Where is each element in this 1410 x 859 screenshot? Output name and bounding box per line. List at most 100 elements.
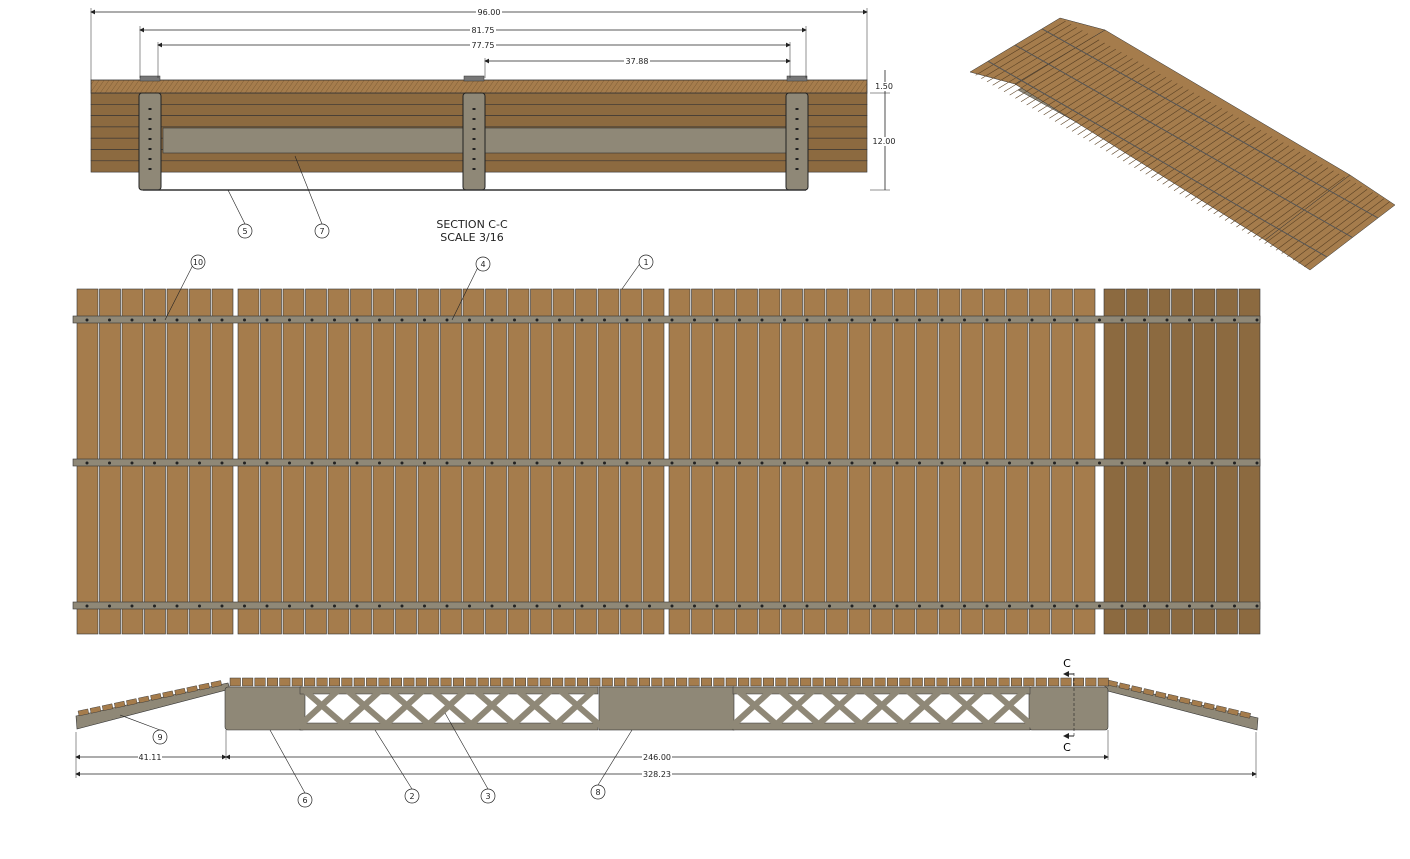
section-title: SECTION C-C xyxy=(436,218,508,231)
deck-board-end xyxy=(390,677,402,687)
diagonal-brace xyxy=(813,687,859,730)
callout-number: 6 xyxy=(302,796,307,805)
diagonal-brace xyxy=(381,687,426,730)
diagonal-brace xyxy=(947,687,994,730)
rail xyxy=(72,315,1261,324)
deck-board-end xyxy=(663,677,675,687)
diagonal-brace xyxy=(344,687,392,730)
dim-overall-width: 96.00 xyxy=(478,8,501,17)
beam-cap xyxy=(463,75,485,82)
deck-board-end xyxy=(886,677,898,687)
deck-board-end xyxy=(440,677,452,687)
callout-number: 2 xyxy=(409,792,414,801)
diagonal-brace xyxy=(338,687,384,730)
isometric-view xyxy=(969,17,1396,271)
diagonal-brace xyxy=(856,687,901,730)
section-dimensions: 96.00 81.75 77.75 37.88 1.50 12.00 xyxy=(90,8,897,191)
rail xyxy=(72,601,1261,610)
deck-board-end xyxy=(291,677,303,687)
steel-beam xyxy=(462,92,486,191)
diagonal-brace xyxy=(904,687,952,730)
section-scale: SCALE 3/16 xyxy=(440,231,503,244)
dim-inner-beams: 77.75 xyxy=(472,41,495,50)
deck-board-end xyxy=(341,677,353,687)
deck-board-end xyxy=(477,677,489,687)
diagonal-brace xyxy=(514,687,562,730)
deck-board-end xyxy=(589,677,601,687)
deck-board-end xyxy=(688,677,700,687)
diagonal-brace xyxy=(466,687,511,730)
callout-number: 1 xyxy=(643,258,648,267)
deck-board-end xyxy=(564,677,576,687)
dim-outer-beams: 81.75 xyxy=(472,26,495,35)
deck-board-end xyxy=(514,677,526,687)
callout-balloon-1: 6 xyxy=(269,729,313,808)
end-plate-right xyxy=(1028,686,1109,731)
deck-board-end xyxy=(279,677,291,687)
callout-balloon-0: 10 xyxy=(164,254,206,321)
dim-span-length: 246.00 xyxy=(643,753,671,762)
iso-ramp-right xyxy=(1264,174,1396,271)
deck-board-end xyxy=(415,677,427,687)
deck-board-end xyxy=(948,677,960,687)
callout-number: 5 xyxy=(242,227,247,236)
callout-balloon-1: 4 xyxy=(451,256,491,321)
deck-board-end xyxy=(973,677,985,687)
elevation-view: C C 41.11 246.00 328.23 xyxy=(75,657,1259,779)
callout-balloon-0: 9 xyxy=(119,714,168,745)
deck-board-end xyxy=(1085,677,1097,687)
deck-board-end xyxy=(1035,677,1047,687)
deck-board-end xyxy=(837,677,849,687)
deck-board-end xyxy=(700,677,712,687)
diagonal-brace xyxy=(819,687,867,730)
diagonal-brace xyxy=(898,687,944,730)
diagonal-brace xyxy=(728,687,774,730)
dim-half-span: 37.88 xyxy=(626,57,649,66)
diagonal-brace xyxy=(941,687,986,730)
deck-board-end xyxy=(539,677,551,687)
diagonal-brace xyxy=(295,687,341,730)
dim-deck-thickness: 1.50 xyxy=(875,82,893,91)
deck-board-end xyxy=(812,677,824,687)
deck-board-end xyxy=(849,677,861,687)
diagonal-brace xyxy=(983,687,1029,730)
callout-number: 9 xyxy=(157,733,162,742)
diagonal-brace xyxy=(777,687,824,730)
deck-board-end xyxy=(986,677,998,687)
top-chord xyxy=(299,686,599,695)
deck-board-end xyxy=(254,677,266,687)
dim-depth: 12.00 xyxy=(873,137,896,146)
diagonal-brace xyxy=(862,687,909,730)
deck-board-end xyxy=(738,677,750,687)
section-marker-top: C xyxy=(1063,657,1071,670)
diagonal-brace xyxy=(771,687,816,730)
diagonal-brace xyxy=(989,687,1036,730)
deck-board-end xyxy=(527,677,539,687)
deck-board-end xyxy=(403,677,415,687)
deck-board-end xyxy=(824,677,836,687)
deck-board-end xyxy=(465,677,477,687)
diagonal-brace xyxy=(302,687,349,730)
deck-board-end xyxy=(304,677,316,687)
steel-beam xyxy=(785,92,809,191)
callout-number: 7 xyxy=(319,227,324,236)
deck-board-end xyxy=(961,677,973,687)
deck-board-end xyxy=(328,677,340,687)
deck-board-end xyxy=(576,677,588,687)
deck-board-end xyxy=(242,677,254,687)
diagonal-brace xyxy=(508,687,554,730)
section-marker-bottom: C xyxy=(1063,741,1071,754)
deck-board-end xyxy=(316,677,328,687)
callout-balloon-0: 5 xyxy=(227,189,253,239)
deck-board-end xyxy=(911,677,923,687)
deck-board-end xyxy=(924,677,936,687)
deck-board-end xyxy=(353,677,365,687)
deck-board-end xyxy=(452,677,464,687)
callout-number: 4 xyxy=(480,260,485,269)
deck-board-end xyxy=(800,677,812,687)
deck-board-end xyxy=(490,677,502,687)
callout-number: 8 xyxy=(595,788,600,797)
deck-board-end xyxy=(750,677,762,687)
deck-board-end xyxy=(1060,677,1072,687)
dim-overall-length: 328.23 xyxy=(643,770,671,779)
